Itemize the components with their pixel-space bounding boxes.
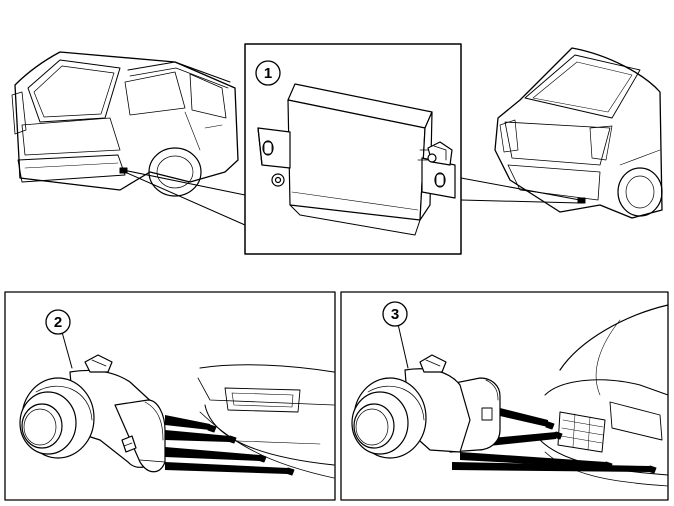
control-module-illustration xyxy=(257,83,456,236)
estate-car-rear-illustration xyxy=(11,51,239,197)
callout-2: 2 xyxy=(45,309,73,369)
control-module-detail-box: 1 xyxy=(122,43,581,255)
rear-sensor-beams xyxy=(165,415,288,474)
callout-2-label: 2 xyxy=(54,314,62,331)
sedan-rear-illustration xyxy=(494,47,663,219)
callout-3-label: 3 xyxy=(391,306,399,323)
front-sensor-illustration xyxy=(351,354,501,459)
callout-3: 3 xyxy=(382,301,409,369)
rear-bumper-illustration xyxy=(197,364,335,479)
front-sensor-panel: 3 xyxy=(340,291,669,501)
callout-1-label: 1 xyxy=(264,65,272,82)
callout-1: 1 xyxy=(255,60,281,86)
rear-sensor-illustration xyxy=(19,354,166,473)
rear-sensor-panel: 2 xyxy=(4,291,336,501)
